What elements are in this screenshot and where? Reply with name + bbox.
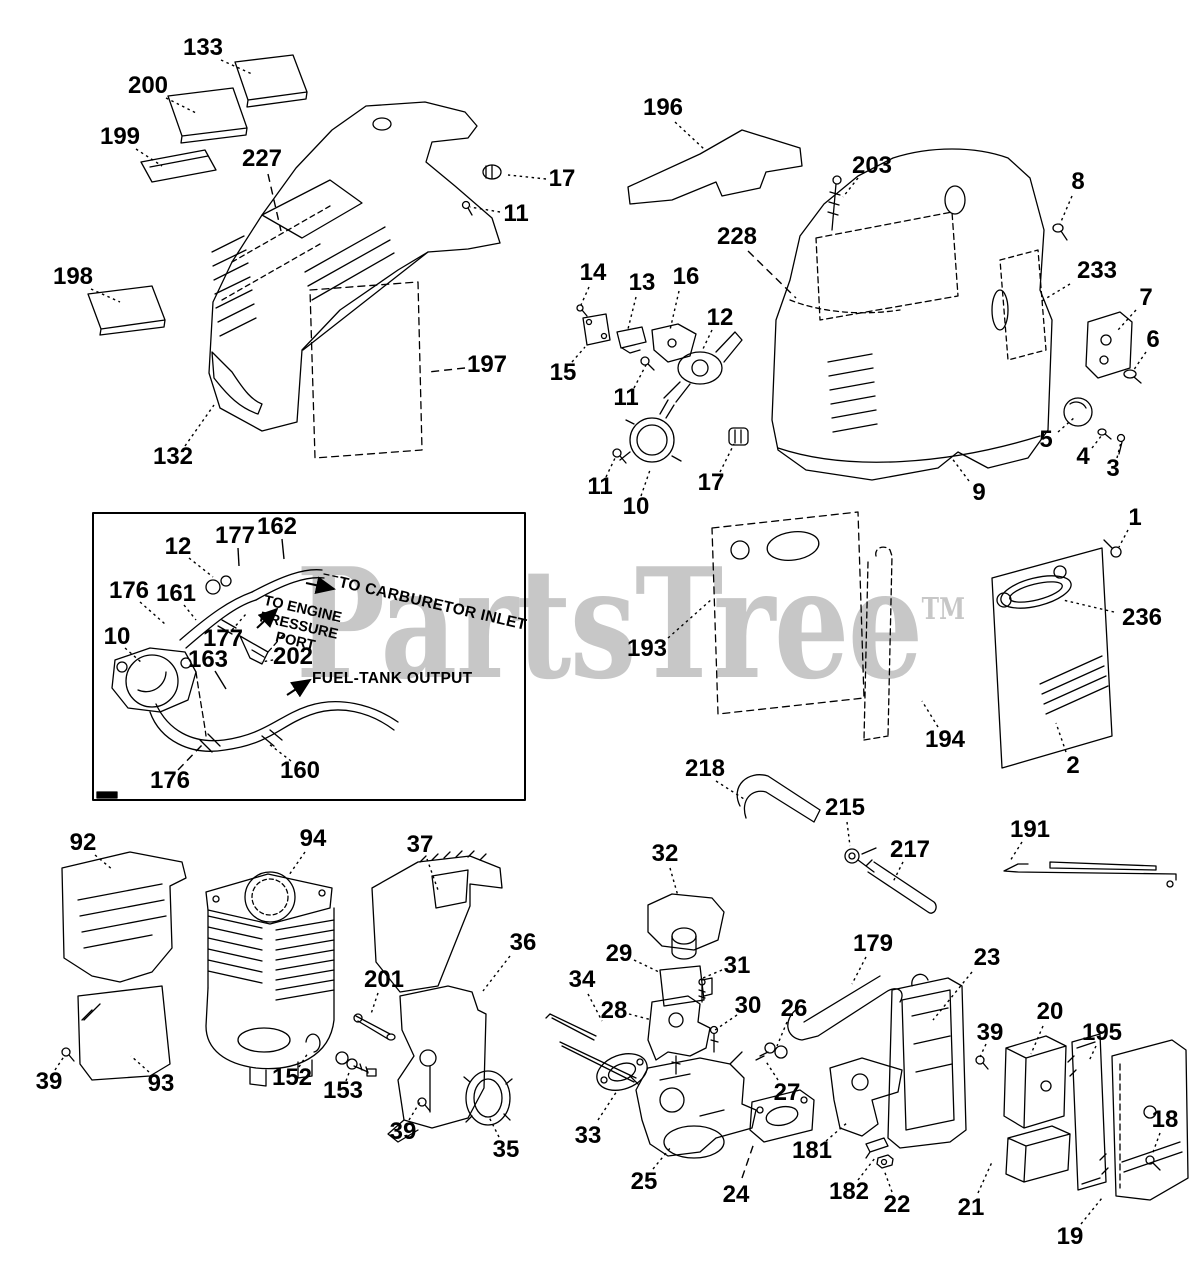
part-label-215: 215 [824,794,866,821]
annotation-fuel-tank-output: FUEL-TANK OUTPUT [312,670,473,687]
part-label-34: 34 [568,966,596,993]
part-label-12: 12 [164,533,192,560]
part-label-11: 11 [587,473,613,500]
part-label-217: 217 [889,836,931,863]
part-label-193: 193 [626,635,668,662]
part-label-132: 132 [152,443,194,470]
part-label-7: 7 [1139,284,1153,311]
part-label-12: 12 [706,304,734,331]
part-label-162: 162 [256,513,298,540]
part-label-1: 1 [1128,504,1142,531]
part-label-23: 23 [973,944,1001,971]
part-label-199: 199 [99,123,141,150]
part-label-195: 195 [1081,1019,1123,1046]
part-label-11: 11 [503,200,529,227]
part-label-203: 203 [851,152,893,179]
part-label-27: 27 [773,1079,801,1106]
part-label-35: 35 [492,1136,520,1163]
part-label-29: 29 [605,940,633,967]
part-label-228: 228 [716,223,758,250]
part-label-22: 22 [883,1191,911,1218]
part-label-160: 160 [279,757,321,784]
part-label-39: 39 [35,1068,63,1095]
part-label-93: 93 [147,1070,175,1097]
part-label-4: 4 [1076,443,1090,470]
part-label-21: 21 [957,1194,985,1221]
part-label-200: 200 [127,72,169,99]
part-label-218: 218 [684,755,726,782]
part-label-176: 176 [149,767,191,794]
watermark-tm: TM [921,592,965,627]
part-label-9: 9 [972,479,986,506]
part-label-33: 33 [574,1122,602,1149]
part-label-201: 201 [363,966,405,993]
part-label-14: 14 [579,259,607,286]
part-label-2: 2 [1066,752,1080,779]
part-label-152: 152 [271,1064,313,1091]
part-label-25: 25 [630,1168,658,1195]
part-label-236: 236 [1121,604,1163,631]
part-label-11: 11 [613,384,639,411]
part-label-13: 13 [628,269,656,296]
part-label-198: 198 [52,263,94,290]
part-label-176: 176 [108,577,150,604]
part-label-28: 28 [600,997,628,1024]
part-label-19: 19 [1056,1223,1084,1250]
part-label-26: 26 [780,995,808,1022]
part-label-17: 17 [548,165,576,192]
part-label-15: 15 [549,359,577,386]
part-label-24: 24 [722,1181,750,1208]
part-label-182: 182 [828,1178,870,1205]
part-label-37: 37 [406,831,434,858]
part-label-196: 196 [642,94,684,121]
part-label-17: 17 [697,469,725,496]
part-label-39: 39 [389,1118,417,1145]
part-label-179: 179 [852,930,894,957]
part-label-181: 181 [791,1137,833,1164]
part-label-20: 20 [1036,998,1064,1025]
part-label-10: 10 [103,623,131,650]
part-label-6: 6 [1146,326,1160,353]
part-label-197: 197 [466,351,508,378]
part-label-194: 194 [924,726,966,753]
part-label-94: 94 [299,825,327,852]
part-label-153: 153 [322,1077,364,1104]
part-label-191: 191 [1009,816,1051,843]
part-label-233: 233 [1076,257,1118,284]
part-label-92: 92 [69,829,97,856]
part-label-177: 177 [214,522,256,549]
part-label-10: 10 [622,493,650,520]
part-label-31: 31 [723,952,751,979]
part-label-161: 161 [155,580,197,607]
part-label-36: 36 [509,929,537,956]
part-label-5: 5 [1039,426,1053,453]
part-label-8: 8 [1071,168,1085,195]
part-label-133: 133 [182,34,224,61]
part-label-3: 3 [1106,455,1120,482]
part-label-18: 18 [1151,1106,1179,1133]
part-label-39: 39 [976,1019,1004,1046]
part-label-32: 32 [651,840,679,867]
part-label-16: 16 [672,263,700,290]
part-label-163: 163 [187,646,229,673]
part-label-30: 30 [734,992,762,1019]
part-label-227: 227 [241,145,283,172]
